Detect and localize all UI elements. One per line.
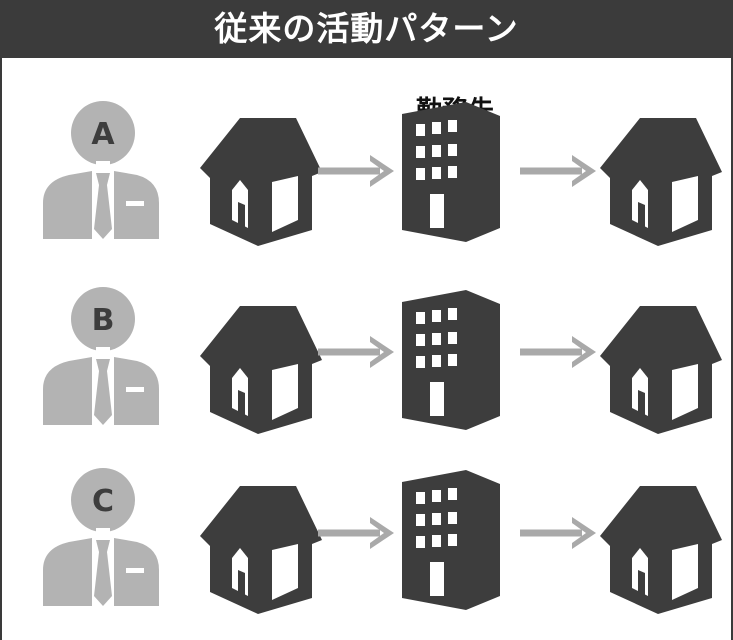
arrow-to-office-b [318, 336, 394, 368]
home-start-b-icon [200, 306, 322, 434]
home-start-a-icon [200, 118, 322, 246]
row-b: B [43, 287, 722, 434]
row-c: C [43, 468, 722, 614]
home-start-c-icon [200, 486, 322, 614]
person-c-letter: C [92, 484, 114, 519]
title-bar: 従来の活動パターン [0, 0, 733, 58]
home-end-b-icon [600, 306, 722, 434]
office-building-c-icon [402, 470, 500, 610]
person-a-letter: A [91, 117, 115, 152]
person-b-letter: B [92, 303, 115, 338]
arrow-to-office-a [318, 155, 394, 187]
arrow-to-home-b [520, 336, 596, 368]
row-a: A [43, 101, 722, 246]
arrow-to-home-c [520, 517, 596, 549]
arrow-to-home-a [520, 155, 596, 187]
page-title: 従来の活動パターン [214, 9, 519, 48]
arrow-to-office-c [318, 517, 394, 549]
home-end-c-icon [600, 486, 722, 614]
office-building-a-icon [402, 102, 500, 242]
home-end-a-icon [600, 118, 722, 246]
office-building-b-icon [402, 290, 500, 430]
